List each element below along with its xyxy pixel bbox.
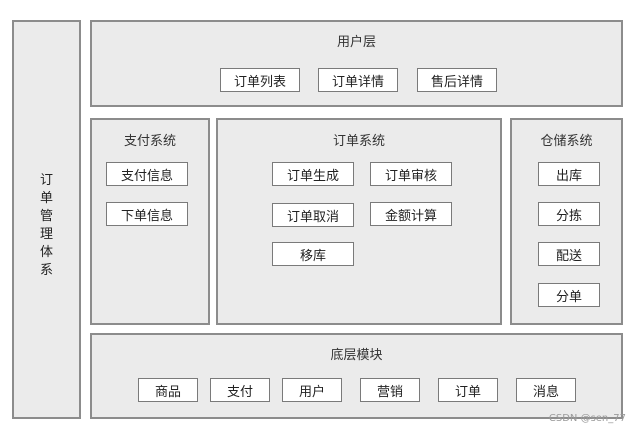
payment-system-panel: 支付系统 支付信息 下单信息 <box>90 118 210 325</box>
left-title-char: 管 <box>39 209 53 224</box>
base-modules-panel: 底层模块 商品 支付 用户 营销 订单 消息 <box>90 333 623 419</box>
left-title-char: 系 <box>39 263 53 278</box>
base-item-product: 商品 <box>138 378 198 402</box>
user-layer-item-order-list: 订单列表 <box>220 68 300 92</box>
user-layer-panel: 用户层 订单列表 订单详情 售后详情 <box>90 20 623 107</box>
warehouse-system-panel: 仓储系统 出库 分拣 配送 分单 <box>510 118 623 325</box>
base-modules-title: 底层模块 <box>330 348 383 363</box>
base-item-message: 消息 <box>516 378 576 402</box>
warehouse-item-split-order: 分单 <box>538 283 600 307</box>
order-item-cancel: 订单取消 <box>272 203 354 227</box>
user-layer-item-aftersale-detail: 售后详情 <box>417 68 497 92</box>
base-item-user: 用户 <box>282 378 342 402</box>
warehouse-item-sorting: 分拣 <box>538 202 600 226</box>
base-item-order: 订单 <box>438 378 498 402</box>
order-item-transfer: 移库 <box>272 242 354 266</box>
payment-item-order-info: 下单信息 <box>106 202 188 226</box>
warehouse-item-delivery: 配送 <box>538 242 600 266</box>
left-panel-title: 订 单 管 理 体 系 <box>14 172 79 280</box>
user-layer-title: 用户层 <box>336 35 376 50</box>
order-item-create: 订单生成 <box>272 162 354 186</box>
warehouse-item-outbound: 出库 <box>538 162 600 186</box>
order-item-amount-calc: 金额计算 <box>370 202 452 226</box>
left-panel-order-management: 订 单 管 理 体 系 <box>12 20 81 419</box>
base-item-marketing: 营销 <box>360 378 420 402</box>
warehouse-system-title: 仓储系统 <box>540 134 593 149</box>
order-item-review: 订单审核 <box>370 162 452 186</box>
payment-item-pay-info: 支付信息 <box>106 162 188 186</box>
order-system-panel: 订单系统 订单生成 订单审核 订单取消 金额计算 移库 <box>216 118 502 325</box>
payment-system-title: 支付系统 <box>123 134 176 149</box>
left-title-char: 订 <box>39 173 53 188</box>
left-title-char: 体 <box>39 245 53 260</box>
left-title-char: 单 <box>39 191 53 206</box>
user-layer-item-order-detail: 订单详情 <box>318 68 398 92</box>
order-system-title: 订单系统 <box>332 134 385 149</box>
base-item-payment: 支付 <box>210 378 270 402</box>
watermark: CSDN @sen_77 <box>548 413 626 424</box>
left-title-char: 理 <box>39 227 53 242</box>
